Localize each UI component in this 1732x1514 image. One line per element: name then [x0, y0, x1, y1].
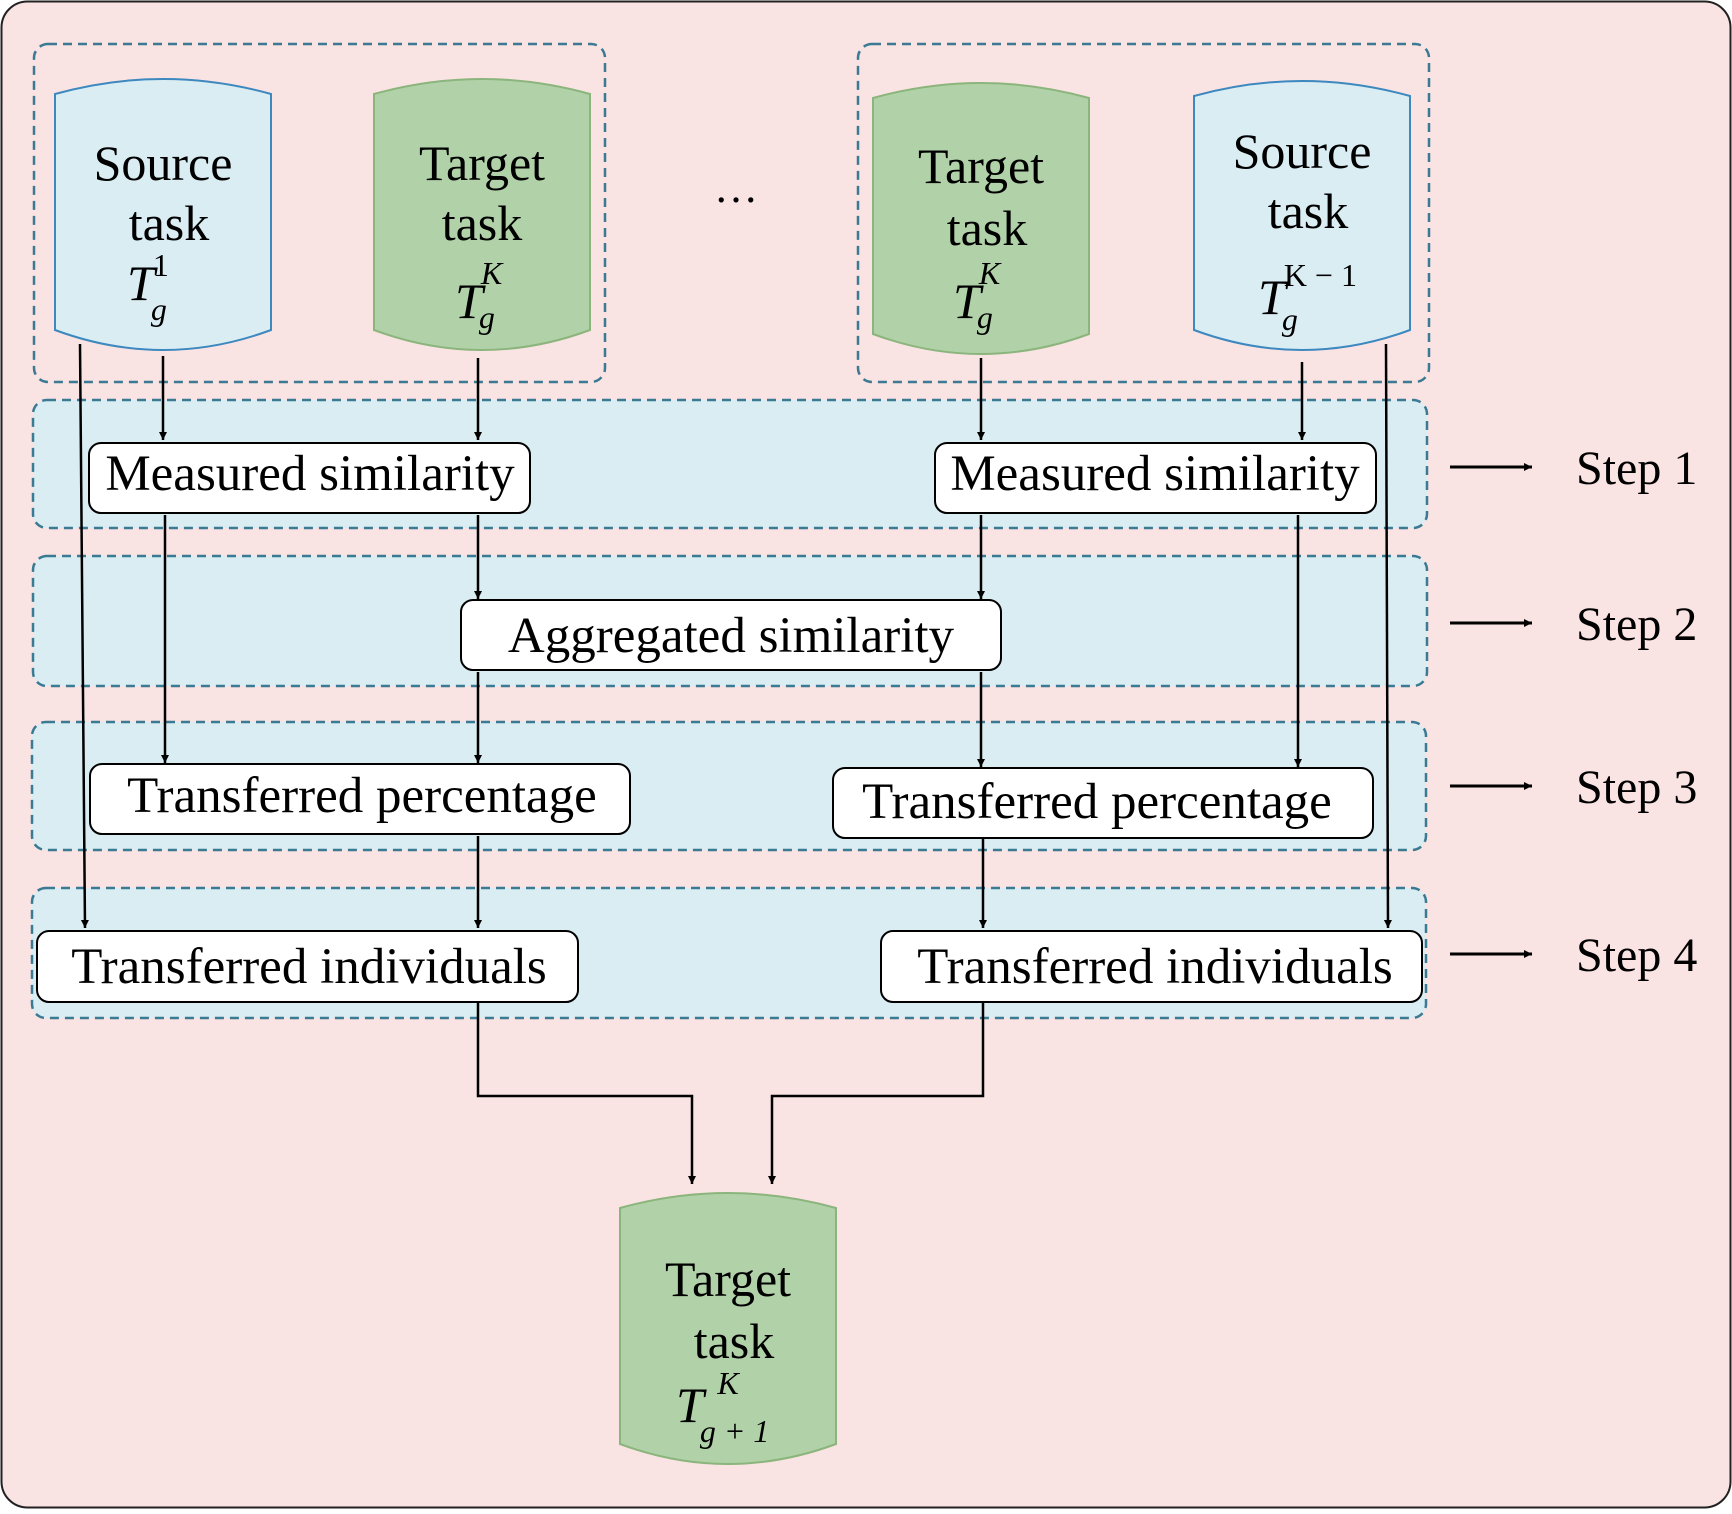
database-target-2-symbol: TgK: [953, 255, 1002, 335]
box-aggregated-similarity: Aggregated similarity: [460, 599, 1002, 671]
box-measured-similarity-right: Measured similarity: [934, 442, 1377, 514]
svg-text:Aggregated similarity: Aggregated similarity: [508, 608, 955, 664]
database-target-2-line1: Target: [918, 138, 1044, 194]
connectors: [78, 343, 1392, 1184]
database-target-2: Target task TgK: [872, 82, 1090, 355]
step-3-label: Step 3: [1576, 761, 1697, 814]
database-source-1-line1: Source: [94, 135, 233, 191]
database-target-result: Target task Tg + 1K: [619, 1192, 837, 1465]
svg-text:Measured similarity: Measured similarity: [950, 446, 1360, 502]
database-source-2-symbol: TgK − 1: [1258, 257, 1357, 337]
database-group-left: [32, 42, 607, 384]
box-transferred-percentage-right: Transferred percentage: [832, 767, 1374, 839]
database-group-right: [856, 42, 1431, 384]
database-target-1-line1: Target: [419, 135, 545, 191]
database-target-result-line1: Target: [665, 1251, 791, 1307]
box-transferred-individuals-right: Transferred individuals: [880, 930, 1423, 1003]
arrow-individuals-right-to-result: [768, 1003, 985, 1184]
database-target-1-symbol: TgK: [455, 255, 504, 335]
database-source-1: Source task Tg1: [54, 78, 272, 351]
database-source-2-line1: Source: [1233, 123, 1372, 179]
arrow-source2-to-individuals: [1383, 343, 1392, 929]
arrow-individuals-left-to-result: [476, 1003, 696, 1184]
database-target-result-line2: task: [694, 1313, 775, 1369]
database-target-result-symbol: Tg + 1K: [676, 1365, 769, 1449]
database-source-2: Source task TgK − 1: [1193, 80, 1411, 351]
database-source-1-line2: task: [129, 195, 210, 251]
step-arrows: [1450, 463, 1532, 958]
arrow-source1-to-individuals: [78, 343, 89, 929]
step-2-label: Step 2: [1576, 598, 1697, 651]
svg-text:Measured similarity: Measured similarity: [105, 446, 515, 502]
box-transferred-individuals-left: Transferred individuals: [36, 930, 579, 1003]
database-target-1-line2: task: [442, 195, 523, 251]
svg-text:Transferred percentage: Transferred percentage: [862, 774, 1332, 830]
database-target-2-line2: task: [947, 200, 1028, 256]
database-source-1-symbol: Tg1: [127, 247, 169, 327]
box-transferred-percentage-left: Transferred percentage: [89, 763, 631, 835]
svg-text:Transferred percentage: Transferred percentage: [127, 768, 597, 824]
database-target-1: Target task TgK: [373, 78, 591, 351]
ellipsis: …: [714, 163, 758, 212]
database-source-2-line2: task: [1268, 183, 1349, 239]
svg-text:Transferred individuals: Transferred individuals: [71, 939, 546, 995]
step-1-label: Step 1: [1576, 442, 1697, 495]
svg-text:Transferred individuals: Transferred individuals: [917, 939, 1392, 995]
step-4-label: Step 4: [1576, 929, 1697, 982]
box-measured-similarity-left: Measured similarity: [88, 442, 531, 514]
